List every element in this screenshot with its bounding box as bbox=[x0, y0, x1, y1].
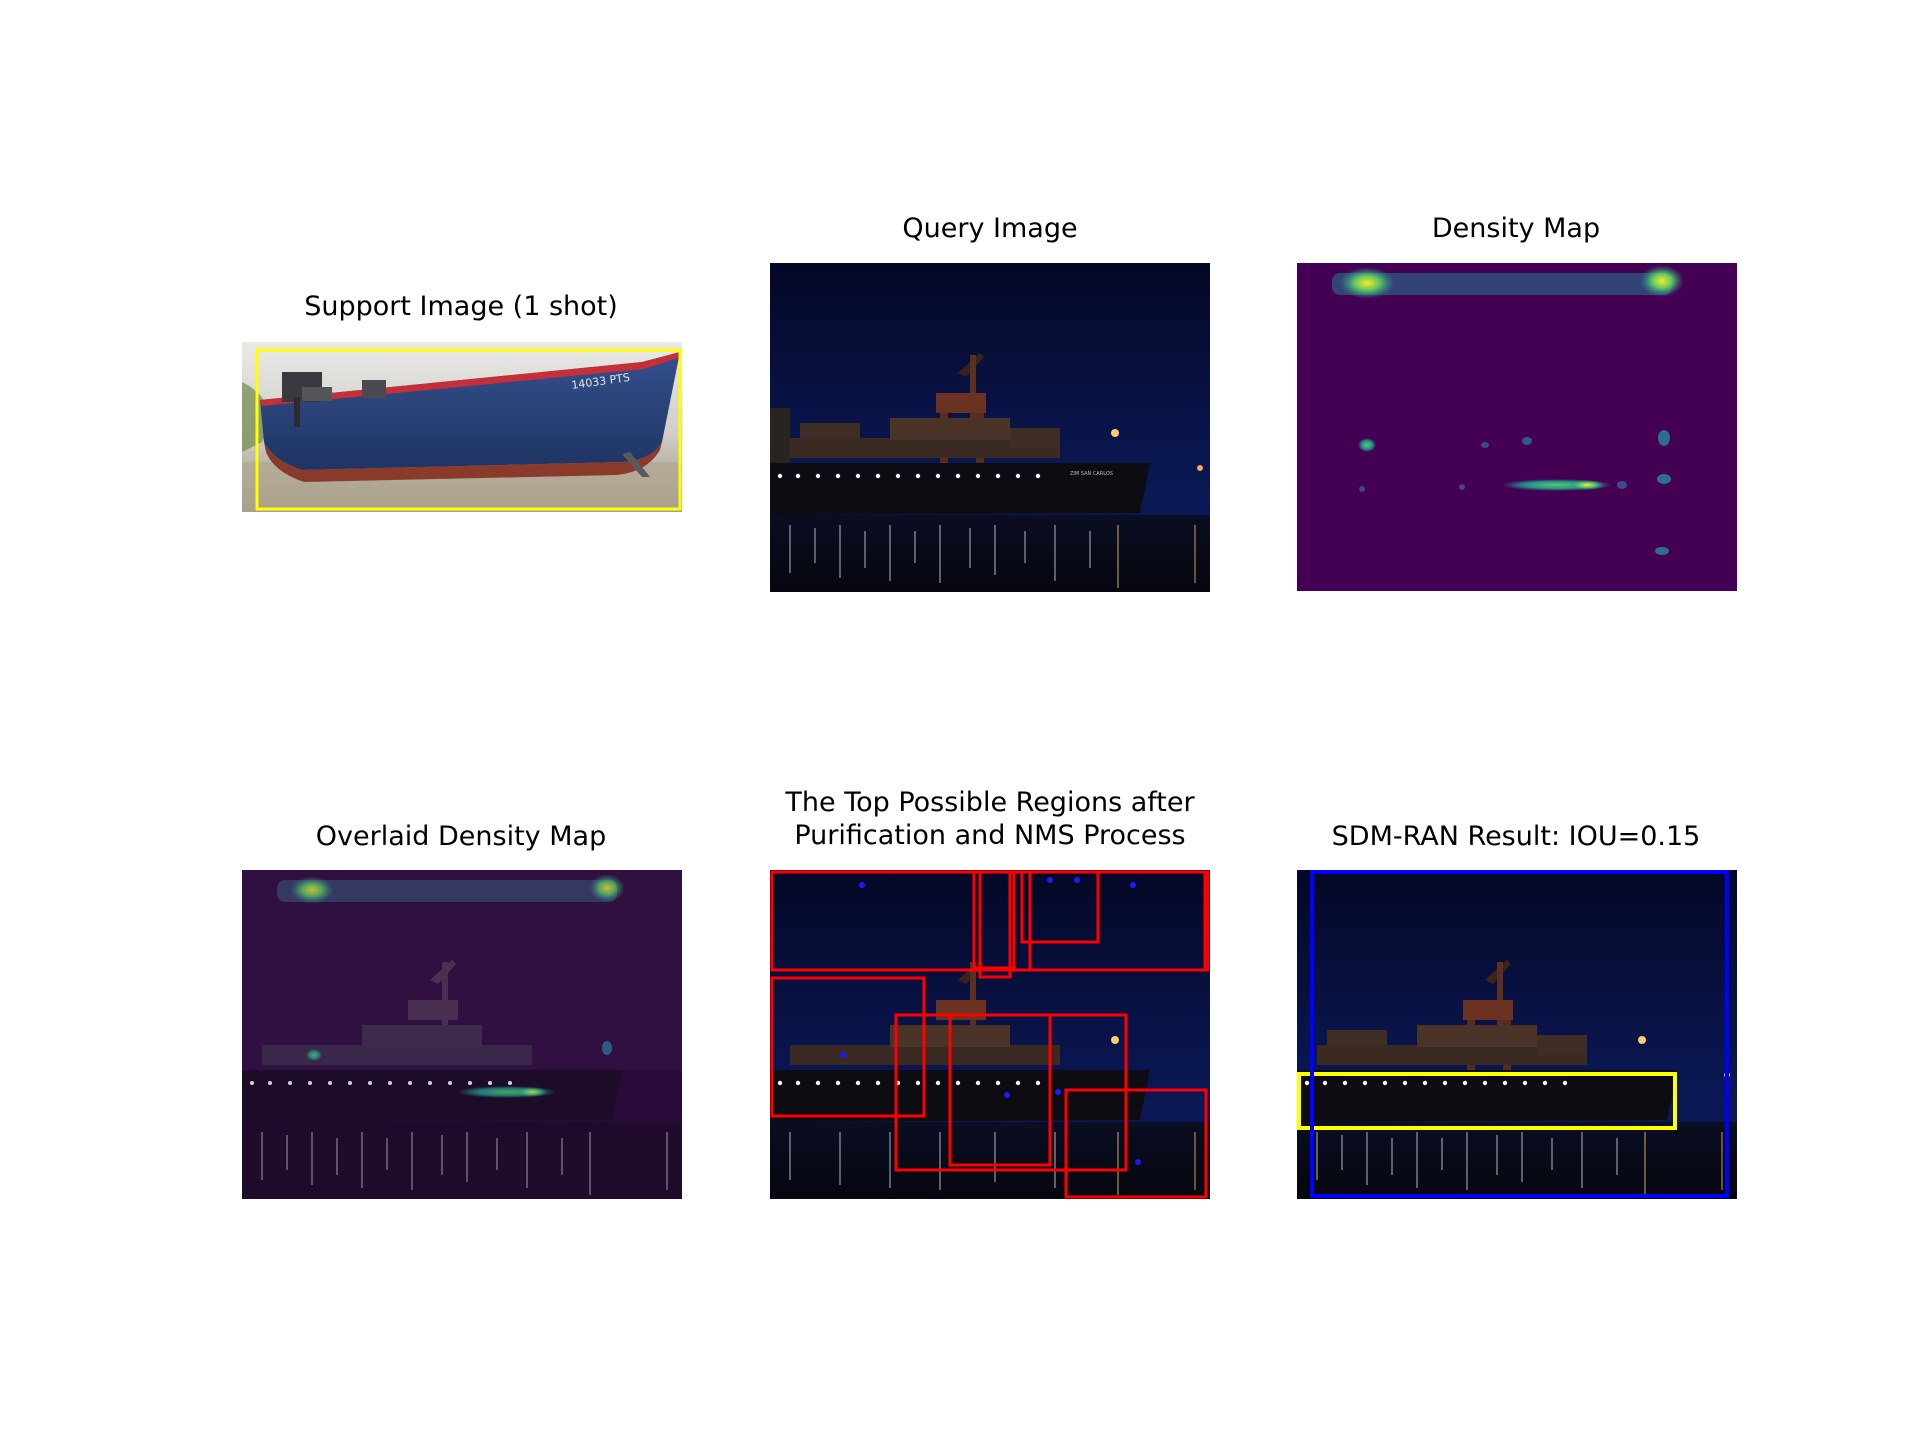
regions-title: The Top Possible Regions after Purificat… bbox=[760, 786, 1220, 852]
prediction-box bbox=[1310, 870, 1729, 1198]
ground-truth-box bbox=[1297, 1072, 1677, 1130]
support-image: 14033 PTS bbox=[242, 342, 682, 512]
regions-title-line-1: The Top Possible Regions after bbox=[785, 787, 1195, 818]
result-image bbox=[1297, 870, 1737, 1199]
overlaid-density-map bbox=[242, 870, 682, 1199]
query-hull-text: ZIM SAN CARLOS bbox=[1070, 471, 1113, 477]
query-image: ZIM SAN CARLOS bbox=[770, 263, 1210, 592]
density-map bbox=[1297, 263, 1737, 591]
support-image-title: Support Image (1 shot) bbox=[304, 291, 618, 322]
regions-title-line-2: Purification and NMS Process bbox=[794, 820, 1186, 851]
region-boxes bbox=[770, 870, 1210, 1199]
top-regions-image bbox=[770, 870, 1210, 1199]
query-image-title: Query Image bbox=[902, 213, 1078, 244]
overlaid-density-map-title: Overlaid Density Map bbox=[315, 821, 607, 852]
density-map-title: Density Map bbox=[1431, 213, 1601, 244]
support-bounding-box bbox=[255, 348, 682, 511]
result-title: SDM-RAN Result: IOU=0.15 bbox=[1331, 821, 1701, 852]
